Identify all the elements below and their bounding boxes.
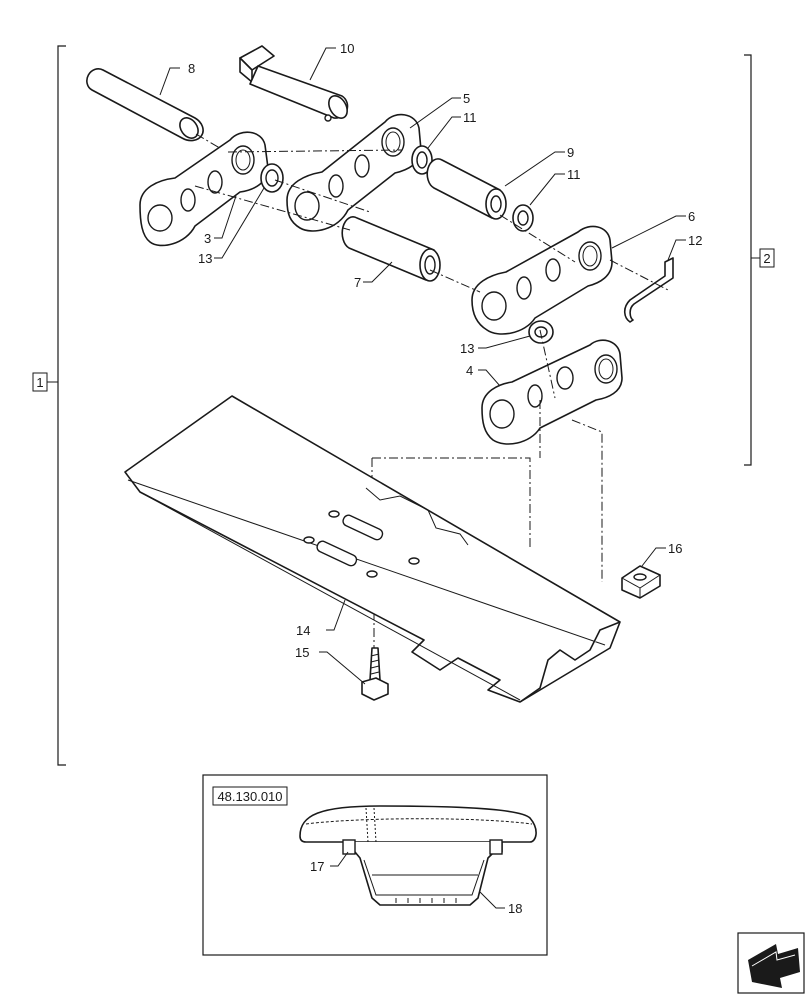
washer-11-lower (512, 204, 534, 232)
washer-13 (260, 163, 284, 193)
callout-13-right: 13 (460, 341, 474, 356)
group-bracket-2: 2 (744, 54, 775, 466)
callout-11-lower: 11 (567, 167, 581, 182)
callout-6: 6 (688, 209, 695, 224)
pin-10 (239, 45, 349, 122)
track-shoe-14 (124, 395, 621, 703)
callout-13-left: 13 (198, 251, 212, 266)
link-6 (471, 225, 613, 335)
pin-8 (86, 68, 241, 161)
callout-9: 9 (567, 145, 574, 160)
callout-8: 8 (188, 61, 195, 76)
bushing-9 (426, 158, 507, 220)
callout-11-upper: 11 (463, 110, 477, 125)
bolt-15 (361, 647, 389, 701)
callout-2: 2 (763, 251, 770, 266)
callout-5: 5 (463, 91, 470, 106)
callout-12: 12 (688, 233, 702, 248)
callout-1: 1 (36, 375, 43, 390)
next-page-arrow-icon[interactable] (737, 932, 805, 994)
callout-10: 10 (340, 41, 354, 56)
callout-17: 17 (310, 859, 324, 874)
callout-15: 15 (295, 645, 309, 660)
link-3 (139, 131, 269, 247)
link-5 (286, 113, 422, 232)
callout-4: 4 (466, 363, 473, 378)
washer-13-right (528, 320, 554, 344)
link-4 (481, 339, 623, 445)
bushing-7 (341, 216, 441, 282)
cotter-pin-12 (623, 257, 674, 323)
callout-3: 3 (204, 231, 211, 246)
callout-16: 16 (668, 541, 682, 556)
callout-14: 14 (296, 623, 310, 638)
group-bracket-1: 1 (32, 45, 66, 766)
alignment-guides (194, 149, 669, 650)
washer-11-upper (411, 145, 433, 175)
callout-7: 7 (354, 275, 361, 290)
nut-16 (621, 565, 661, 599)
inset-reference: 48.130.010 (217, 789, 282, 804)
callout-18: 18 (508, 901, 522, 916)
leader-lines (159, 47, 686, 685)
inset-detail: 48.130.010 17 18 (202, 774, 548, 956)
